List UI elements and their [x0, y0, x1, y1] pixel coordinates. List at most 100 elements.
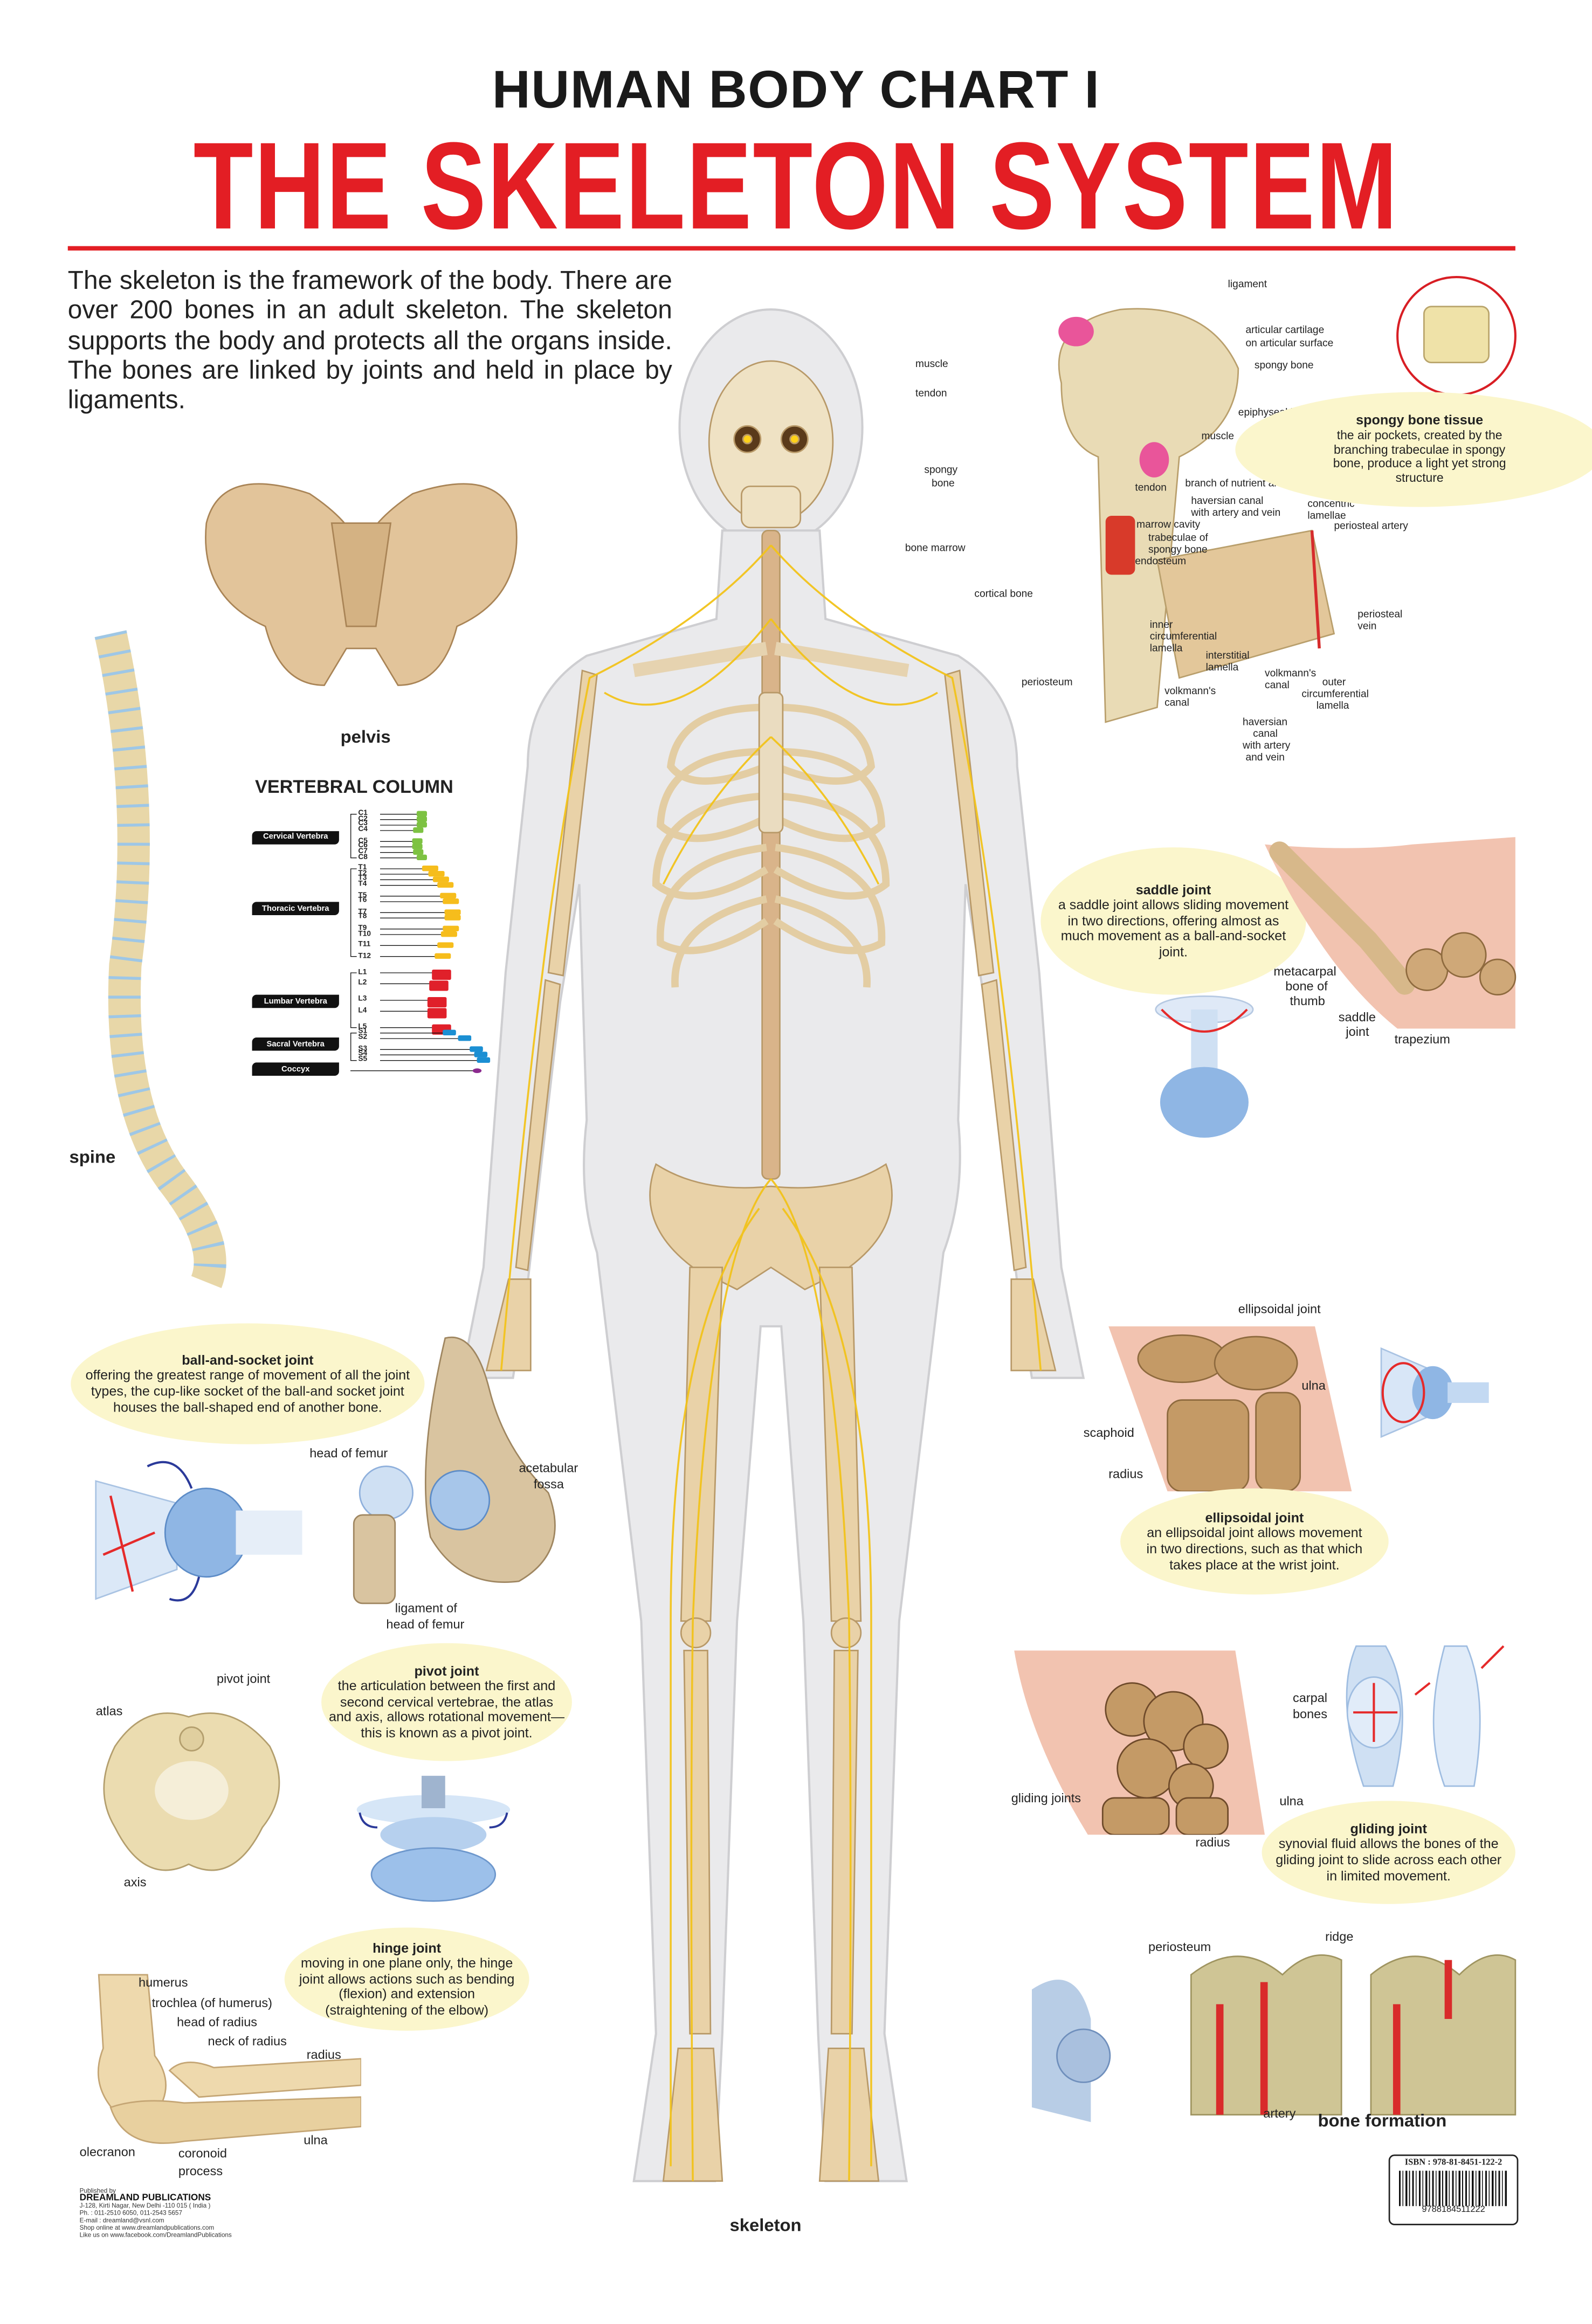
vertebra-code: S2	[358, 1033, 368, 1042]
vertebra-code: L5	[358, 1022, 367, 1032]
poster-supertitle: HUMAN BODY CHART I	[492, 59, 1100, 120]
vertebra-code: C8	[358, 853, 368, 862]
vertebra-code: T3	[358, 874, 367, 884]
label: scaphoid	[1083, 1425, 1134, 1440]
label: circumferential	[1149, 632, 1217, 643]
barcode-bars	[1398, 2170, 1508, 2207]
callout-title: pivot joint	[414, 1663, 479, 1678]
vertebra-code: L3	[358, 995, 367, 1004]
label: bone marrow	[905, 543, 966, 555]
vertebral-region-label: Cervical Vertebra	[252, 831, 339, 845]
label: bones	[1292, 1706, 1328, 1721]
vertebra-L4	[427, 1008, 447, 1019]
vertebral-region-bracket	[350, 868, 357, 957]
label: carpal	[1292, 1690, 1327, 1705]
callout-title: hinge joint	[373, 1940, 442, 1955]
label: radius	[1195, 1835, 1230, 1850]
vertebra-T3	[432, 876, 449, 882]
vertebral-region-label: Lumbar Vertebra	[252, 995, 339, 1008]
vertebra-T9	[443, 925, 459, 932]
bone-formation-title: bone formation	[1318, 2110, 1447, 2131]
vertebra-T8	[444, 915, 461, 921]
intro-paragraph: The skeleton is the framework of the bod…	[67, 265, 672, 414]
label: periosteum	[1021, 677, 1073, 688]
label: coronoid	[178, 2146, 227, 2161]
barcode-digits: 9788184511222	[1422, 2206, 1485, 2215]
vertebra-code: S4	[358, 1049, 368, 1059]
label: inner	[1149, 620, 1173, 631]
label: fossa	[533, 1476, 564, 1492]
label: ulna	[304, 2132, 328, 2147]
label: ulna	[1279, 1793, 1304, 1808]
publisher-facebook[interactable]: Like us on www.facebook.com/DreamlandPub…	[79, 2231, 232, 2239]
publisher-email[interactable]: E-mail : dreamland@vsnl.com	[79, 2216, 164, 2224]
bones	[485, 360, 1057, 2182]
publisher-phone: Ph. : 011-2510 6050, 011-2543 5657	[79, 2209, 182, 2217]
label: trochlea (of humerus)	[151, 1995, 272, 2010]
vertebra-code: T5	[358, 891, 367, 900]
published-by: Published by	[79, 2187, 116, 2195]
label: bone of	[1285, 978, 1328, 993]
vertebra-code: C6	[358, 841, 368, 851]
gliding-joint-model-icon	[1346, 1645, 1505, 1787]
callout-text: the articulation between the first and s…	[328, 1678, 565, 1740]
vertebra-S3	[470, 1046, 483, 1052]
label: periosteal artery	[1334, 521, 1408, 532]
vertebra-code: C1	[358, 809, 368, 818]
carpal-hand-illustration	[1014, 1650, 1265, 1835]
pivot-joint-callout: pivot joint the articulation between the…	[321, 1643, 572, 1761]
vertebra-T4	[437, 882, 454, 888]
pelvis-illustration	[205, 483, 518, 686]
vertebra-C1	[416, 811, 428, 817]
vertebra-code: L4	[358, 1006, 367, 1015]
vertebra-coccyx	[472, 1068, 482, 1074]
label: and vein	[1245, 753, 1285, 764]
vertebra-T6	[443, 898, 459, 904]
label: volkmann's	[1265, 669, 1317, 680]
bone-formation-illustration	[1032, 1954, 1517, 2122]
vertebra-code: T4	[358, 880, 367, 889]
label: muscle	[1201, 432, 1235, 442]
label: canal	[1265, 681, 1290, 691]
label: haversian	[1243, 717, 1288, 728]
label: saddle	[1338, 1009, 1376, 1025]
label: bone	[932, 479, 955, 489]
ribcage	[652, 703, 890, 988]
label: trapezium	[1394, 1032, 1450, 1047]
vertebral-region-label: Coccyx	[252, 1063, 339, 1076]
label: lamellae	[1307, 511, 1346, 522]
spongy-bone-zoom-icon	[1396, 275, 1517, 396]
spine-illustration	[94, 630, 226, 1288]
label: interstitial	[1205, 651, 1250, 662]
vertebra-L2	[429, 980, 449, 991]
vertebra-code: T10	[358, 929, 371, 938]
vertebra-T12	[435, 953, 451, 959]
callout-text: the air pockets, created by the branchin…	[1333, 427, 1506, 485]
vertebra-code: T9	[358, 924, 367, 933]
publisher-address: J-128, Kirti Nagar, New Delhi -110 015 (…	[79, 2202, 211, 2209]
vertebral-region-bracket	[350, 813, 357, 859]
label: ulna	[1301, 1378, 1326, 1393]
ellipsoidal-joint-callout: ellipsoidal joint an ellipsoidal joint a…	[1120, 1488, 1389, 1595]
ball-socket-model-icon	[95, 1461, 302, 1602]
saddle-joint-model-icon	[1155, 995, 1254, 1138]
vertebra-code: T2	[358, 869, 367, 878]
pelvis-bone	[649, 1163, 893, 1291]
label: canal	[1164, 698, 1189, 709]
vertebra-code: C2	[358, 814, 368, 824]
callout-text: offering the greatest range of movement …	[85, 1368, 410, 1414]
vertebra-T2	[428, 870, 445, 877]
label: spongy bone	[1148, 545, 1208, 556]
vertebra-S4	[474, 1052, 488, 1057]
ball-socket-joint-callout: ball-and-socket joint offering the great…	[71, 1323, 425, 1444]
atlas-axis-illustration	[103, 1712, 280, 1871]
vertebra-T10	[440, 931, 457, 937]
vertebra-code: T6	[358, 896, 367, 905]
label: acetabular	[519, 1460, 578, 1476]
label: spongy bone	[1254, 361, 1314, 372]
vertebra-code: L1	[358, 967, 367, 977]
saddle-joint-callout: saddle joint a saddle joint allows slidi…	[1040, 847, 1306, 995]
publisher-website[interactable]: Shop online at www.dreamlandpublications…	[79, 2224, 215, 2231]
